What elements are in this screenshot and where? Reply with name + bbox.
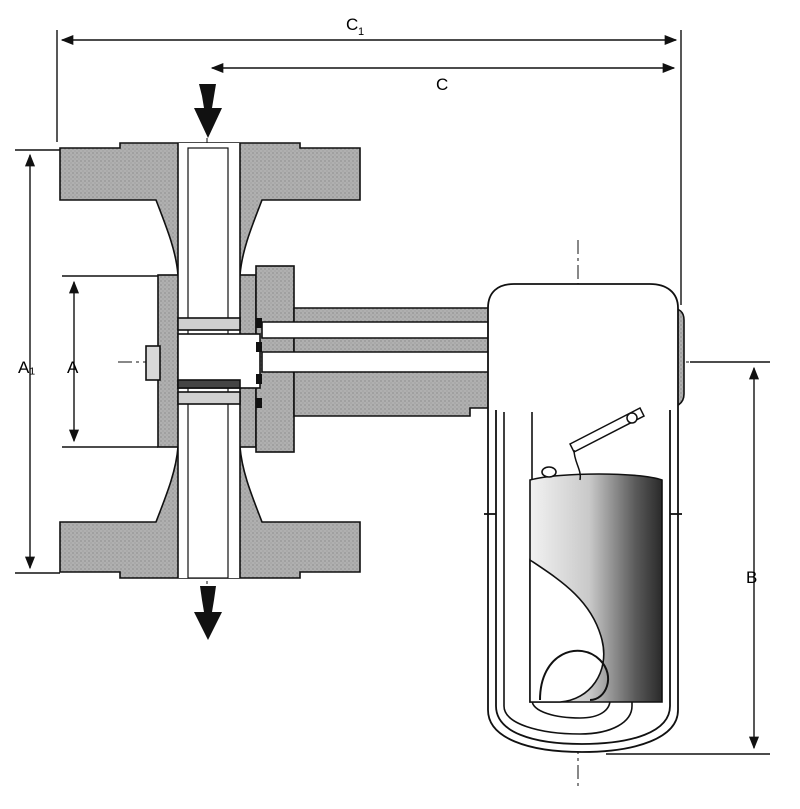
lower-port	[177, 379, 241, 389]
seal-mid	[256, 342, 262, 352]
syphon-tube-inner	[531, 412, 611, 719]
upper-seat	[177, 317, 241, 331]
outlet-flow-arrow	[194, 586, 222, 640]
lever-arm	[568, 406, 646, 454]
bucket-return-tube	[539, 649, 610, 701]
dimension-lines	[15, 30, 770, 755]
label-b: B	[746, 568, 757, 587]
inverted-bucket	[529, 466, 663, 703]
seal-bottom	[256, 398, 262, 408]
label-c1: C	[346, 15, 358, 34]
drain-plug	[145, 345, 161, 381]
lower-seat	[177, 391, 241, 405]
seals	[256, 318, 262, 408]
flow-arrows	[194, 84, 222, 640]
label-a1: A₁	[18, 358, 35, 377]
bucket-vent-hole	[541, 466, 557, 478]
lever-pivot	[626, 412, 638, 424]
bucket-hook	[573, 449, 582, 481]
housing-inner-shell	[495, 410, 671, 745]
seal-top	[256, 318, 262, 328]
label-c1-subscript: 1	[358, 26, 364, 38]
syphon-tube	[503, 412, 633, 735]
seal-lower	[256, 374, 262, 384]
inlet-flow-arrow	[194, 84, 222, 138]
dimension-labels: C 1 C A₁ A B	[18, 15, 757, 587]
label-a: A	[67, 358, 79, 377]
label-c: C	[436, 75, 448, 94]
lever-mechanism	[568, 406, 646, 481]
valve-body	[59, 142, 361, 579]
